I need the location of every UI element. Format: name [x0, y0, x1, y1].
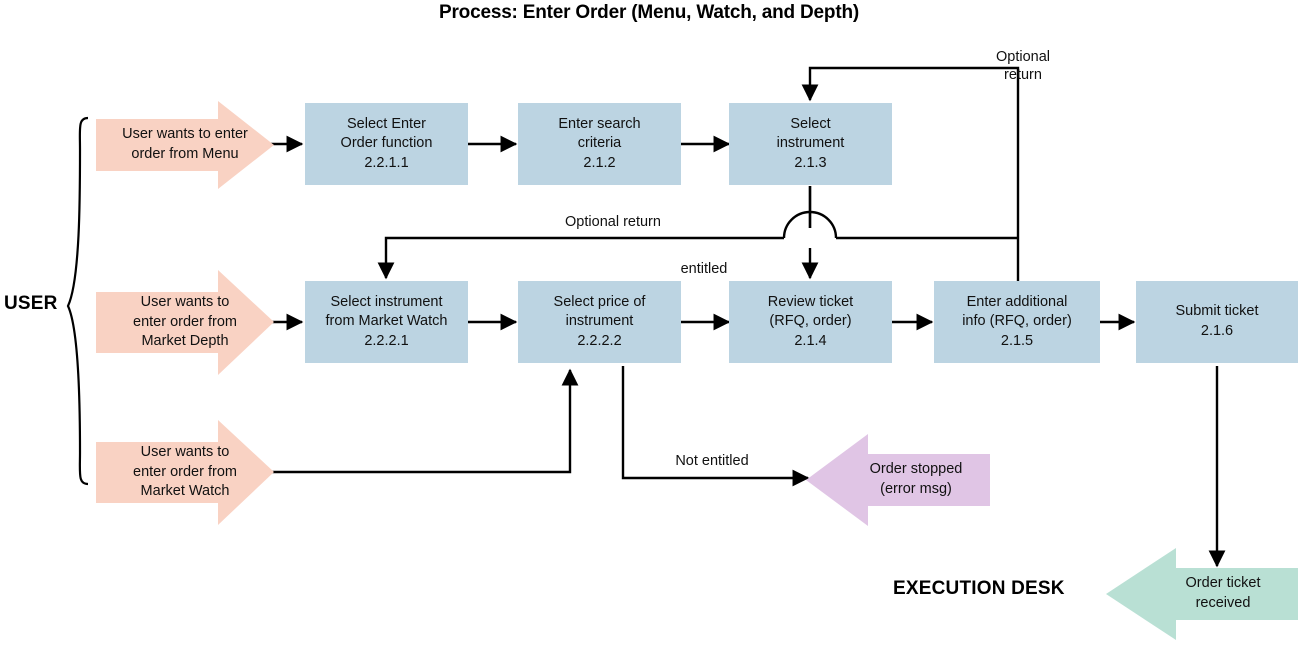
chevron-left-shape [806, 434, 990, 526]
process-box-label: Select instrument 2.1.3 [776, 115, 845, 171]
chevron-left-shape [1106, 548, 1298, 640]
terminator-order-stopped[interactable]: Order stopped (error msg) [806, 434, 990, 526]
terminator-order-ticket-received-label: Order ticket received [1185, 575, 1261, 611]
process-box-select-instrument[interactable]: Select instrument 2.1.3 [729, 103, 892, 185]
process-box-enter-additional-info[interactable]: Enter additional info (RFQ, order) 2.1.5 [934, 281, 1100, 363]
process-box-enter-search-criteria[interactable]: Enter search criteria 2.1.2 [518, 103, 681, 185]
edge-label-optional-return-top: Optional return [995, 49, 1050, 84]
start-arrow-menu[interactable]: User wants to enter order from Menu [96, 101, 274, 189]
lane-label-execution-desk: EXECUTION DESK [893, 578, 1065, 599]
process-box-submit-ticket[interactable]: Submit ticket 2.1.6 [1136, 281, 1298, 363]
page-title: Process: Enter Order (Menu, Watch, and D… [439, 2, 859, 23]
start-arrow-market-depth[interactable]: User wants to enter order from Market De… [96, 270, 274, 375]
process-box-select-enter-order[interactable]: Select Enter Order function 2.2.1.1 [305, 103, 468, 185]
start-arrow-market-watch[interactable]: User wants to enter order from Market Wa… [96, 420, 274, 525]
start-arrow-menu-label: User wants to enter order from Menu [122, 126, 248, 162]
terminator-order-stopped-label: Order stopped (error msg) [869, 461, 963, 497]
wire-start-watch-to-p5 [268, 368, 579, 474]
process-box-label: Submit ticket 2.1.6 [1175, 303, 1259, 339]
process-box-label: Select instrument from Market Watch 2.2.… [325, 293, 448, 349]
chevron-right-shape [96, 101, 274, 189]
process-box-label: Select price of instrument 2.2.2.2 [553, 293, 646, 349]
edge-label-not-entitled: Not entitled [675, 453, 749, 469]
lane-label-user: USER [4, 293, 58, 314]
process-box-review-ticket[interactable]: Review ticket (RFQ, order) 2.1.4 [729, 281, 892, 363]
process-box-select-price[interactable]: Select price of instrument 2.2.2.2 [518, 281, 681, 363]
wire-optional-return-hop [782, 210, 838, 239]
process-box-label: Enter additional info (RFQ, order) 2.1.5 [962, 293, 1072, 349]
start-arrow-market-watch-label: User wants to enter order from Market Wa… [133, 444, 237, 500]
process-box-label: Enter search criteria 2.1.2 [558, 115, 641, 171]
chevron-right-shape [96, 420, 274, 525]
start-arrow-market-depth-label: User wants to enter order from Market De… [133, 294, 237, 350]
terminator-order-ticket-received[interactable]: Order ticket received [1106, 548, 1298, 640]
process-box-select-instrument-market-watch[interactable]: Select instrument from Market Watch 2.2.… [305, 281, 468, 363]
user-brace-icon [66, 116, 89, 486]
process-box-label: Select Enter Order function 2.2.1.1 [340, 115, 433, 171]
edge-label-optional-return-mid: Optional return [565, 214, 661, 230]
chevron-right-shape [96, 270, 274, 375]
process-box-label: Review ticket (RFQ, order) 2.1.4 [767, 293, 854, 349]
edge-label-entitled: entitled [680, 261, 728, 277]
